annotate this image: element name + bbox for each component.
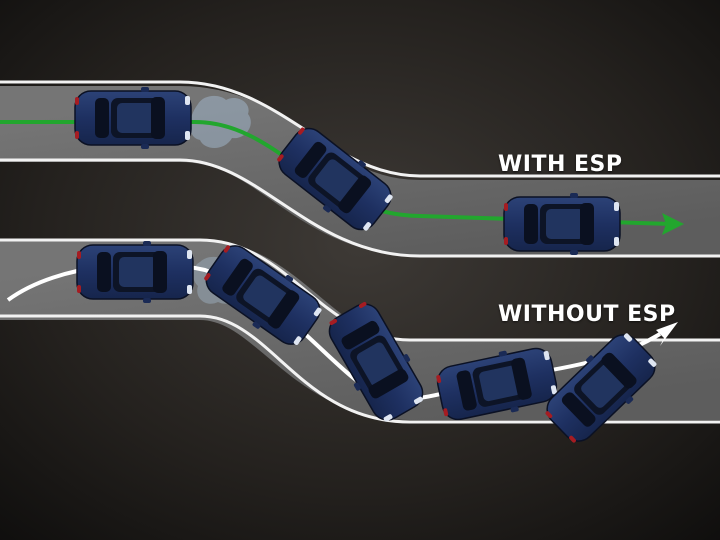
arrow-icon	[662, 213, 684, 235]
car-icon	[76, 240, 194, 304]
road-edge-bottom-with-esp	[0, 158, 720, 258]
car-icon	[503, 192, 621, 256]
without-esp-label: WITHOUT ESP	[498, 302, 676, 327]
car-icon	[74, 86, 192, 150]
with-esp-label: WITH ESP	[498, 152, 623, 177]
arrow-icon	[656, 322, 678, 346]
water-puddle-icon	[189, 95, 251, 148]
